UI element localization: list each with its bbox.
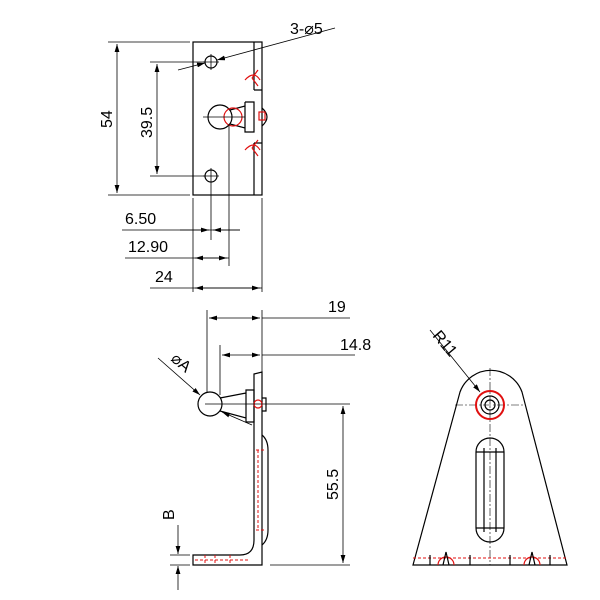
dim-14-8: 14.8 xyxy=(340,337,371,354)
bracket-side xyxy=(192,371,263,566)
dim-B: B xyxy=(161,509,178,520)
bracket-outline xyxy=(192,41,263,196)
dim-39-5: 39.5 xyxy=(139,107,156,138)
dim-ball-diameter: ⌀A xyxy=(167,350,194,376)
dim-6-50: 6.50 xyxy=(125,211,156,228)
front-view: R11 xyxy=(412,328,568,566)
bracket-front xyxy=(412,369,568,566)
dim-12-90: 12.90 xyxy=(128,239,168,256)
side-view: 19 14.8 ⌀A 55.5 B xyxy=(157,299,371,590)
dim-24: 24 xyxy=(155,269,173,286)
dim-holes: 3-⌀5 xyxy=(290,21,323,38)
dim-19: 19 xyxy=(328,299,346,316)
dim-55-5: 55.5 xyxy=(325,469,342,500)
dim-54: 54 xyxy=(99,110,116,128)
dim-R11: R11 xyxy=(429,328,460,361)
top-view: 54 39.5 3-⌀5 6.50 12.90 24 xyxy=(99,21,336,292)
